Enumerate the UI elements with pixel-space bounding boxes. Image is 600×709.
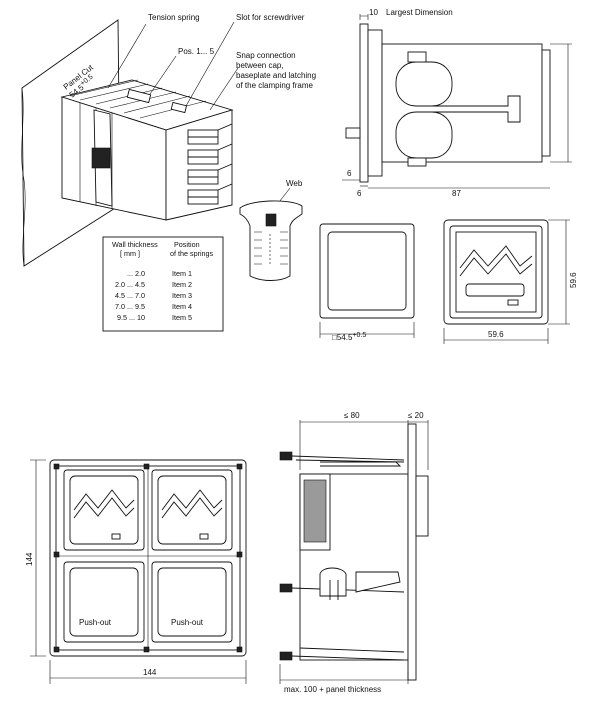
snap-label-2: between cap,	[236, 61, 284, 70]
largest-dimension-label: Largest Dimension	[386, 8, 453, 17]
position-label: Pos. 1... 5	[178, 47, 215, 56]
table-item: Item 2	[172, 280, 192, 289]
snap-label-4: of the clamping frame	[236, 81, 313, 90]
side-view-small: 10 Largest Dimension 6 6 87	[342, 8, 572, 198]
snap-label-1: Snap connection	[236, 51, 296, 60]
screwdriver-slot-label: Slot for screwdriver	[236, 13, 305, 22]
table-item: Item 4	[172, 302, 192, 311]
isometric-view: Panel Cut 54.5+0.5 Tension spring Slot f…	[21, 13, 316, 267]
table-range: ... 2.0	[127, 269, 145, 278]
dim-max: max. 100 + panel thickness	[284, 685, 381, 694]
table-range: 2.0 ... 4.5	[115, 280, 145, 289]
table-header-unit: [ mm ]	[120, 249, 140, 258]
tension-spring-label: Tension spring	[148, 13, 200, 22]
dim-6b: 6	[357, 189, 362, 198]
dim-6a: 6	[347, 169, 352, 178]
panel-cutout-view: □54.5+0.5	[319, 223, 415, 342]
push-out-label-left: Push-out	[79, 618, 112, 627]
front-view-small: 59.6 59.6	[443, 219, 578, 344]
dim-80: ≤ 80	[344, 411, 360, 420]
snap-label-3: baseplate and latching	[236, 71, 316, 80]
dim-20: ≤ 20	[408, 411, 424, 420]
table-header-wall: Wall thickness	[112, 240, 158, 249]
dim-87: 87	[452, 189, 461, 198]
web-label: Web	[286, 179, 303, 188]
dim-59-6-bottom: 59.6	[488, 330, 504, 339]
dim-144-side: 144	[25, 552, 34, 566]
table-range: 9.5 ... 10	[117, 313, 145, 322]
table-header-springs: of the springs	[170, 249, 214, 258]
table-item: Item 1	[172, 269, 192, 278]
table-range: 4.5 ... 7.0	[115, 291, 145, 300]
dim-59-6-side: 59.6	[569, 272, 578, 288]
dim-cutout: □54.5+0.5	[332, 332, 366, 342]
dim-10: 10	[369, 8, 378, 17]
dim-144-bottom: 144	[143, 668, 157, 677]
front-view-large: Push-out Push-out 144 144	[25, 459, 247, 684]
table-item: Item 5	[172, 313, 192, 322]
table-range: 7.0 ... 9.5	[115, 302, 145, 311]
springs-table: Wall thickness [ mm ] Position of the sp…	[102, 236, 224, 332]
push-out-label-right: Push-out	[171, 618, 204, 627]
web-detail: Web	[239, 179, 303, 281]
side-view-large: ≤ 80 ≤ 20 max. 100 + panel thickness	[279, 411, 429, 694]
table-header-position: Position	[174, 240, 200, 249]
table-item: Item 3	[172, 291, 192, 300]
